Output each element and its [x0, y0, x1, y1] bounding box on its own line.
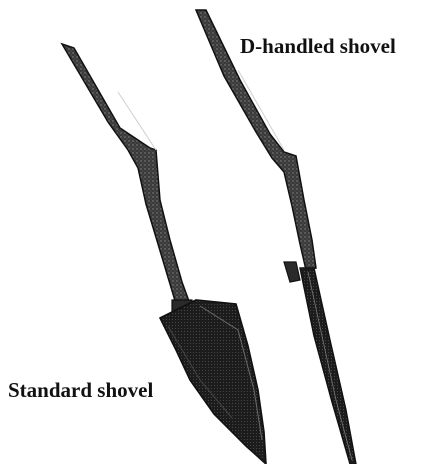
d-handled-shovel-blade: [300, 268, 356, 464]
d-handled-shovel-grip: [284, 262, 300, 282]
standard-shovel-blade: [160, 300, 266, 464]
standard-shovel-handle: [62, 44, 190, 304]
d-handled-shovel-label: D-handled shovel: [240, 36, 396, 57]
standard-shovel-label: Standard shovel: [8, 380, 153, 401]
